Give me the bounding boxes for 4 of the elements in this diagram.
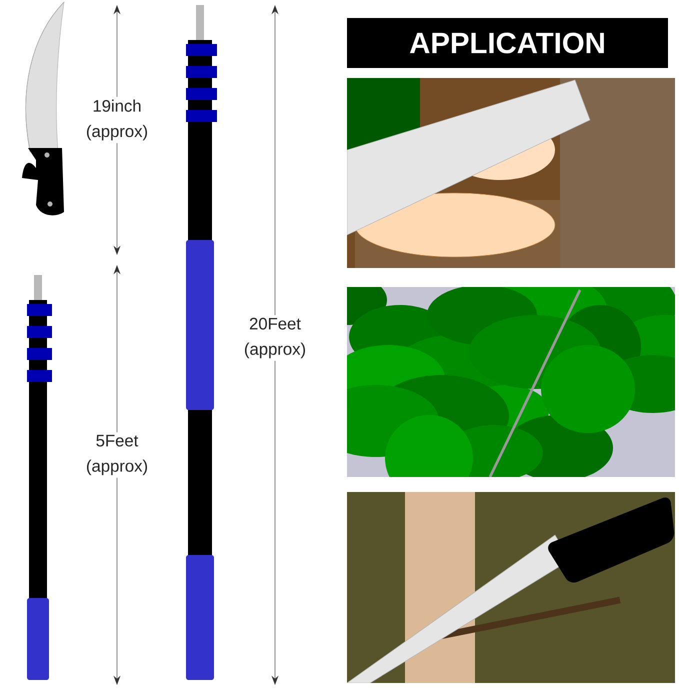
heading-band: APPLICATION [347, 18, 668, 68]
dimension-label: 5Feet (approx) [76, 432, 158, 478]
dimension-label: 19inch (approx) [76, 96, 158, 144]
dimension-label: 20Feet (approx) [234, 315, 316, 361]
